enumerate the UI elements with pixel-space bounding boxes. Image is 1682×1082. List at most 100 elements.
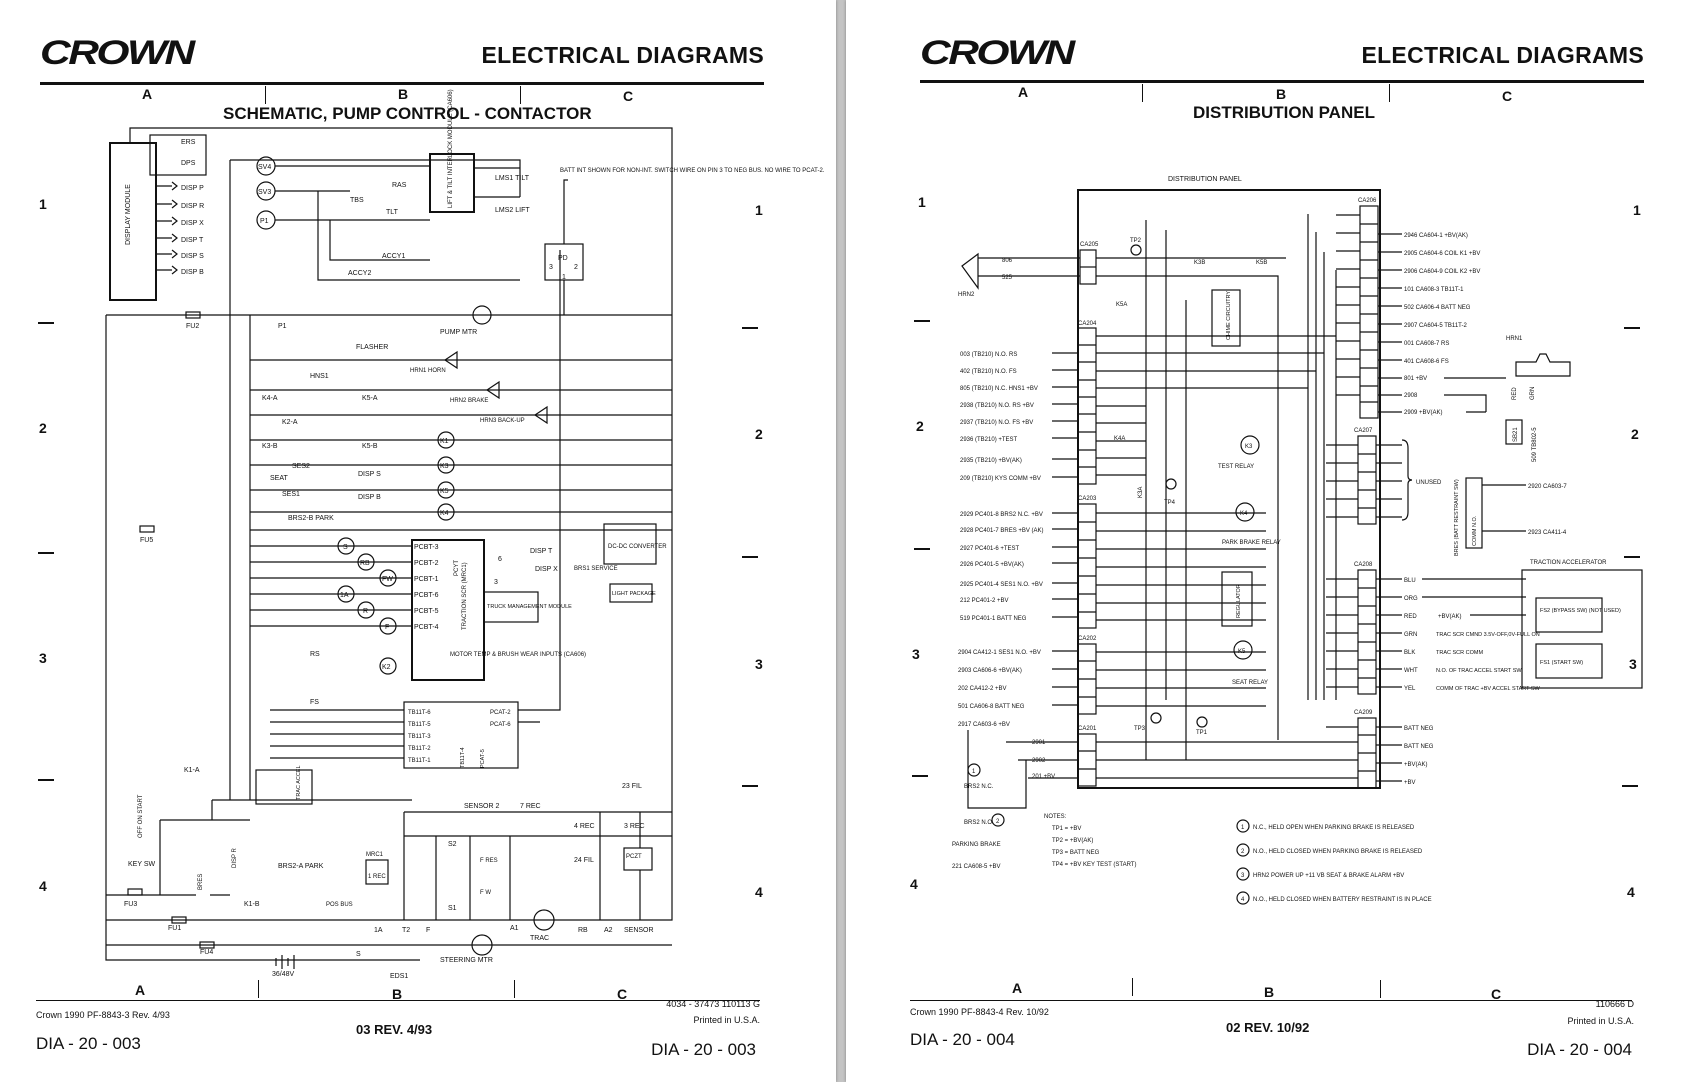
comm-trac-label: COMM OF TRAC +BV ACCEL START SW xyxy=(1436,686,1541,692)
row-divider xyxy=(742,327,758,329)
fs2-switch-box xyxy=(1535,597,1603,633)
callout-text: N.C., HELD OPEN WHEN PARKING BRAKE IS RE… xyxy=(1253,825,1415,831)
row-number: 2 xyxy=(916,418,924,434)
regulator-box xyxy=(1221,571,1253,627)
tb11t1-label: TB11T-1 xyxy=(408,758,431,764)
ca209-label: CA209 xyxy=(1354,710,1373,716)
row-number: 4 xyxy=(1627,884,1635,900)
left-wire-label: 212 PC401-2 +BV xyxy=(960,598,1009,604)
internal-bus-wires xyxy=(1096,214,1360,779)
column-letter: B xyxy=(398,86,409,102)
pcbt3-label: PCBT-3 xyxy=(414,544,439,551)
pcat2-label: PCAT-2 xyxy=(490,710,511,716)
tb11t-terminals: TB11T-6 TB11T-5 TB11T-3 TB11T-2 TB11T-1 xyxy=(408,710,431,764)
f-label: F xyxy=(385,624,389,631)
footer-printed: Printed in U.S.A. xyxy=(1567,1016,1634,1026)
note-item: TP4 = +BV KEY TEST (START) xyxy=(1052,862,1136,868)
unused-label: UNUSED xyxy=(1416,480,1442,486)
trac-scr-cmnd-label: TRAC SCR CMND 3.5V-OFF,0V-FULL ON xyxy=(1436,632,1540,638)
k4a-label: K4A xyxy=(1114,436,1125,442)
callout-1-number: 1 xyxy=(1241,825,1245,831)
ca203-label: CA203 xyxy=(1078,496,1097,502)
mrc1-label: MRC1 xyxy=(366,852,384,858)
row-number: 3 xyxy=(1629,656,1637,672)
hrn1-horn xyxy=(1515,353,1571,377)
footer-rule xyxy=(910,1000,1632,1001)
ca208-wire-label: RED xyxy=(1404,614,1417,620)
test-relay-label: TEST RELAY xyxy=(1218,464,1254,470)
w2920-label: 2920 CA603-7 xyxy=(1528,484,1567,490)
right-wire-label: 001 CA608-7 RS xyxy=(1404,341,1449,347)
callout-1-marker xyxy=(1236,819,1250,833)
hrn1-red-label: RED xyxy=(1512,387,1518,400)
fs1-switch-box xyxy=(1535,643,1603,679)
chime-circuitry-box xyxy=(1211,289,1241,347)
ca201-label: CA201 xyxy=(1078,726,1097,732)
hrn3-horn xyxy=(533,405,548,425)
hrn1-horn xyxy=(443,350,458,370)
w2902-label: 2902 xyxy=(1032,758,1046,764)
ca208-leads xyxy=(1376,578,1402,688)
sv3-label: SV3 xyxy=(258,189,271,196)
k1a-label: K1-A xyxy=(184,767,200,774)
column-letter: B xyxy=(1264,984,1275,1000)
brs2-wires xyxy=(1006,741,1078,779)
callout-3-marker xyxy=(1236,867,1250,881)
dcdc-converter-box xyxy=(603,523,657,565)
off-on-start-label: OFF ON START xyxy=(138,794,144,838)
callout-text: HRN2 POWER UP +11 VB SEAT & BRAKE ALARM … xyxy=(1253,873,1404,879)
left-wire-label: 402 (TB210) N.O. FS xyxy=(960,369,1017,375)
hrn2-label: HRN2 BRAKE xyxy=(450,398,488,404)
ras-label: RAS xyxy=(392,182,407,189)
rec1-label: 1 REC xyxy=(368,874,386,880)
steering-mtr-label: STEERING MTR xyxy=(440,957,493,964)
tb11t5-label: TB11T-5 xyxy=(408,722,431,728)
ca208-connector: CA208 xyxy=(1354,562,1377,695)
k3a-label: K3A xyxy=(1138,487,1144,498)
k1b-label: K1-B xyxy=(244,901,260,908)
p1-label: P1 xyxy=(260,218,269,225)
ca209-wire-label: BATT NEG xyxy=(1404,726,1434,732)
pczt-box xyxy=(623,847,653,871)
fu3-label: FU3 xyxy=(124,901,137,908)
rb2-label: RB xyxy=(578,927,588,934)
fres-label: F RES xyxy=(480,858,498,864)
fil24-label: 24 FIL xyxy=(574,857,594,864)
column-divider xyxy=(1389,84,1390,102)
pump-mtr-label: PUMP MTR xyxy=(440,329,477,336)
fu4-fuse xyxy=(199,941,215,949)
diagram-page-right: CROWN ELECTRICAL DIAGRAMS A B C DISTRIBU… xyxy=(846,0,1682,1082)
ca208-wire-label: BLU xyxy=(1404,578,1416,584)
display-outputs xyxy=(129,127,673,315)
k4a-label: K4-A xyxy=(262,395,278,402)
left-wire-label: 2903 CA606-6 +BV(AK) xyxy=(958,668,1022,674)
display-module-label: DISPLAY MODULE xyxy=(125,184,132,245)
row-divider xyxy=(742,785,758,787)
note-item: TP2 = +BV(AK) xyxy=(1052,838,1093,844)
footer-dia-number: DIA - 20 - 003 xyxy=(651,1040,756,1059)
tb11t2-label: TB11T-2 xyxy=(408,746,431,752)
footer-part-number: 4034 - 37473 110113 G xyxy=(666,999,760,1009)
row-divider xyxy=(914,548,930,550)
truck-mgmt-box xyxy=(483,591,539,623)
k4-label: K4 xyxy=(1240,511,1248,517)
eds1-label: EDS1 xyxy=(390,973,408,980)
callout-1-number: 1 xyxy=(972,769,976,775)
key-sw-label: KEY SW xyxy=(128,861,155,868)
accy1-label: ACCY1 xyxy=(382,253,405,260)
pin3-label: 3 xyxy=(494,579,498,586)
row-divider xyxy=(1624,327,1640,329)
row-number: 2 xyxy=(39,420,47,436)
row-number: 1 xyxy=(918,194,926,210)
brs2-nc-label: BRS2 N.C. xyxy=(964,784,994,790)
sheet-title: DISTRIBUTION PANEL xyxy=(1193,103,1375,122)
k3-test-relay-coil xyxy=(1240,435,1260,455)
row-number: 3 xyxy=(39,650,47,666)
fw-coil xyxy=(379,569,397,587)
left-wire-label: 2928 PC401-7 BRES +BV (AK) xyxy=(960,528,1044,534)
comm-no-label: COMM N.O. xyxy=(1472,515,1478,546)
tp4-point xyxy=(1165,478,1177,490)
left-wire-label: 2936 (TB210) +TEST xyxy=(960,437,1018,443)
row-number: 3 xyxy=(912,646,920,662)
s-label: S xyxy=(343,544,348,551)
